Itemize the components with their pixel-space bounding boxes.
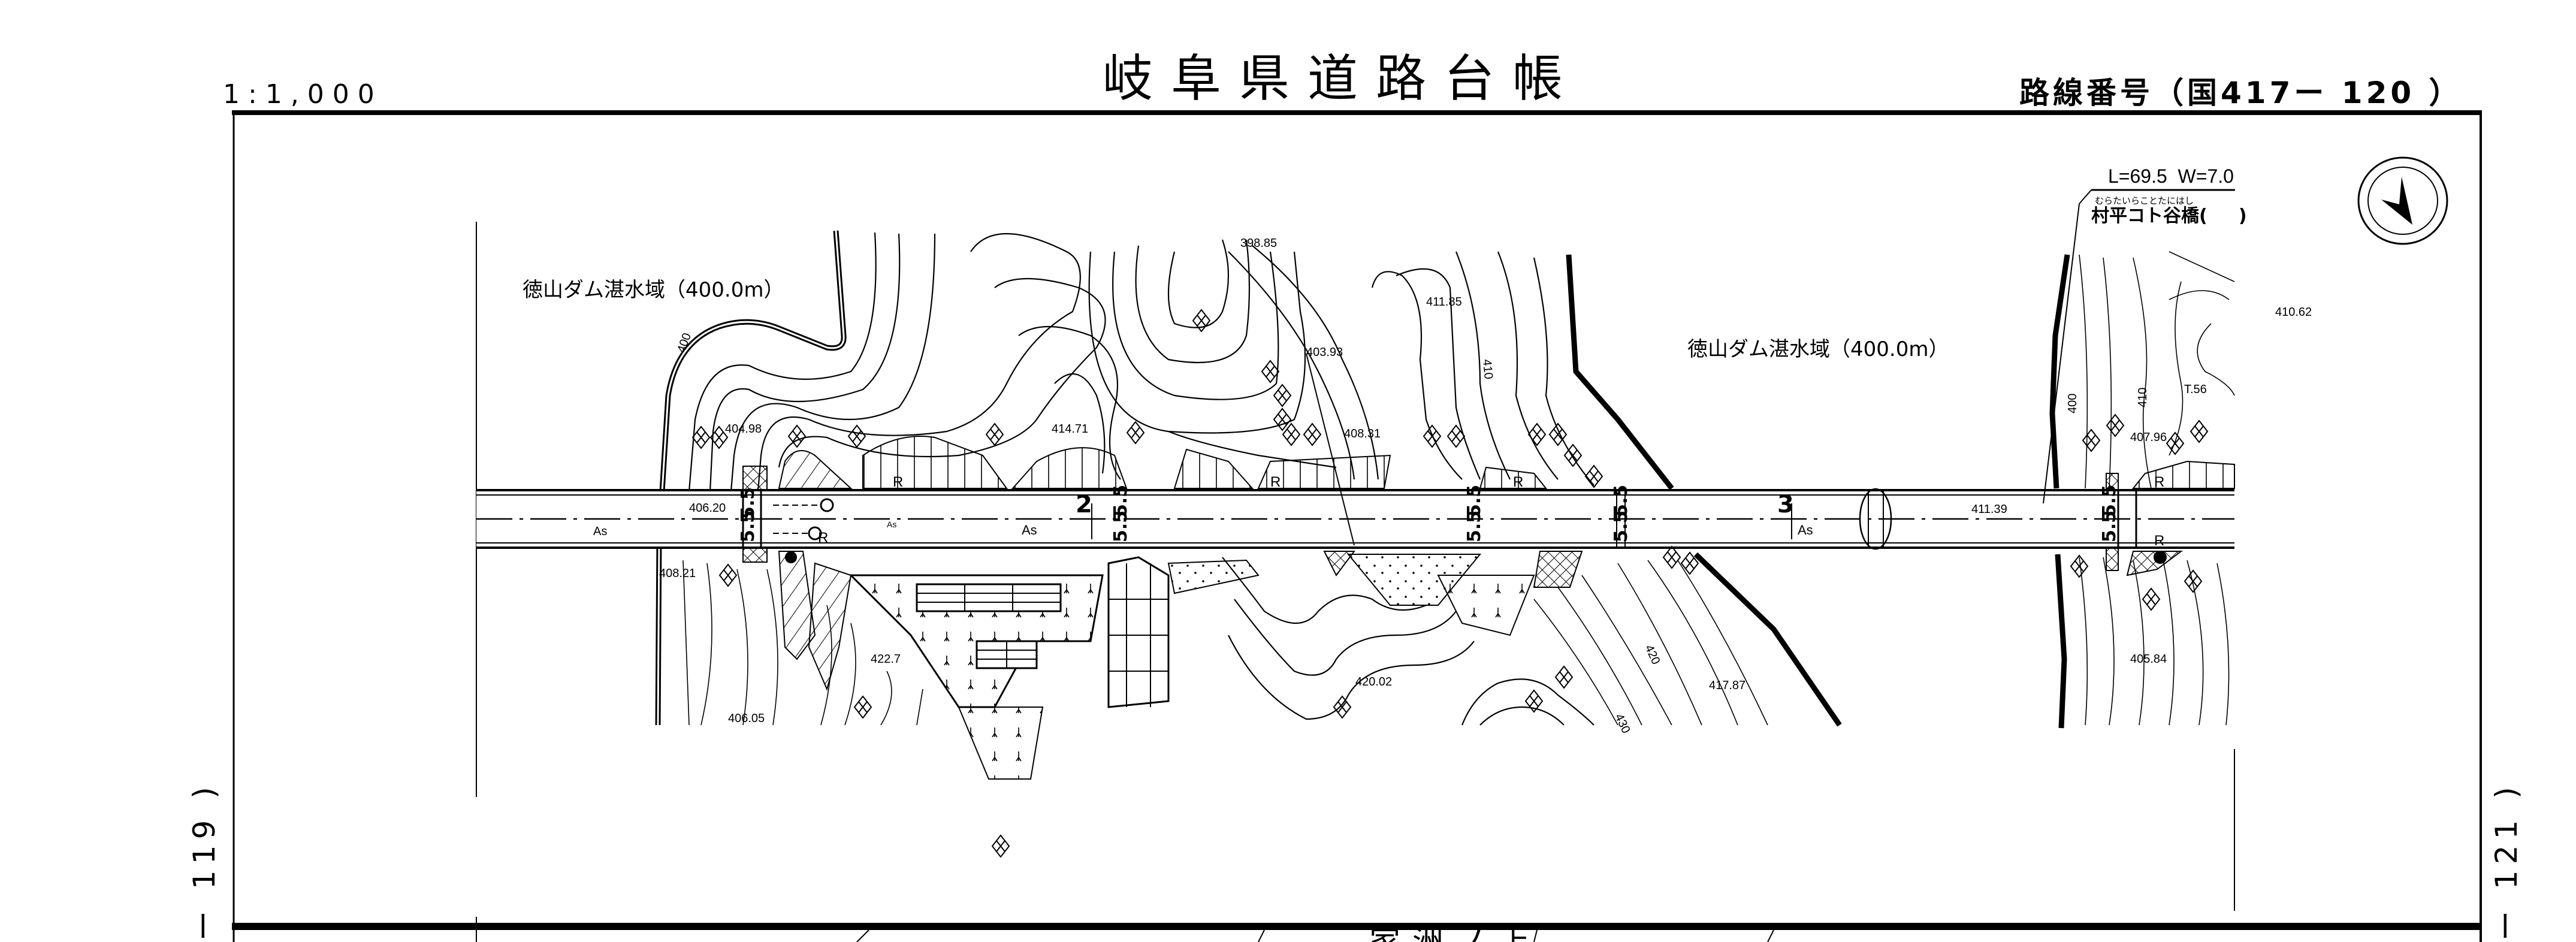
place-name: 家洲ノ上	[1369, 925, 1542, 942]
width-mark: 5.5	[1464, 511, 1485, 542]
elevation-label: 405.84	[2130, 653, 2167, 666]
north-arrow-icon	[2357, 156, 2448, 245]
width-mark: 5.5	[1464, 485, 1485, 517]
reservoir-shoreline	[655, 230, 2070, 729]
elevation-label: 407.96	[2130, 431, 2167, 444]
retaining-label: R	[2154, 474, 2164, 490]
route-number: 路線番号（国417ー 120 ）	[2019, 76, 2463, 110]
road-structures	[742, 466, 2183, 780]
scale-label: 1:1,000	[223, 79, 383, 110]
retaining-label: R	[1270, 474, 1281, 490]
elevation-label: T.56	[2184, 383, 2207, 396]
retaining-wall-labels: R R R R R R	[818, 474, 2164, 549]
bridge-annotation: L=69.5 W=7.0 むらたいらことたにはし 村平コト谷橋( )	[2079, 165, 2247, 227]
elevation-label: 422.7	[871, 653, 901, 666]
elevation-label: 417.87	[1709, 679, 1745, 692]
elevation-label: 408.31	[1344, 427, 1381, 440]
station-markers: 2 3	[1076, 491, 1794, 539]
width-mark: 5.5	[738, 511, 759, 542]
retaining-label: R	[1513, 474, 1523, 490]
retaining-label: R	[818, 530, 828, 546]
retaining-label: R	[893, 474, 903, 490]
width-mark: 5.5	[1611, 485, 1632, 517]
width-mark: 5.5	[1110, 485, 1131, 517]
width-mark: 5.5	[2099, 485, 2120, 517]
elevation-label: 420.02	[1355, 675, 1392, 689]
elevation-label: 411.85	[1426, 295, 1462, 309]
width-mark: 5.5	[2099, 511, 2120, 542]
elevation-label: 410.62	[2275, 306, 2312, 319]
adjacent-sheet-right: ー 121 )	[2489, 781, 2524, 941]
road-national-417	[476, 203, 2234, 564]
reservoir-label: 徳山ダム湛水域（400.0m）	[523, 278, 784, 302]
width-mark: 5.5	[1611, 511, 1632, 542]
bridge-name: 村平コト谷橋( )	[2091, 206, 2247, 227]
retaining-label: R	[2154, 533, 2164, 549]
width-marks: 5.5 5.5 5.5 5.5 5.5 5.5 5.5 5.5 5.5 5.5	[738, 485, 2120, 542]
width-mark: 5.5	[1110, 511, 1131, 542]
elevation-label: 406.20	[689, 502, 726, 515]
elevation-label: 403.93	[1306, 346, 1343, 359]
pavement-label: As	[593, 525, 607, 538]
slope-areas	[778, 436, 2235, 489]
contour-label: 400	[2066, 394, 2079, 413]
elevation-label: 408.21	[659, 567, 696, 580]
bridge-name-ruby: むらたいらことたにはし	[2095, 195, 2194, 206]
elevation-label: 398.85	[1240, 237, 1277, 250]
contour-label: 410	[1480, 359, 1495, 380]
station-2: 2	[1076, 491, 1092, 518]
pavement-label: As	[1022, 523, 1037, 538]
bridge-dimensions: L=69.5 W=7.0	[2108, 165, 2234, 187]
width-mark: 5.5	[738, 487, 759, 519]
next-sheet-preview: 家洲ノ上	[856, 925, 1774, 942]
elevation-label: 411.39	[1971, 503, 2007, 516]
contour-label: 410	[2136, 388, 2149, 407]
elevation-label: 406.05	[728, 712, 765, 725]
elevation-label: 414.71	[1052, 422, 1088, 436]
pavement-label: As	[1798, 523, 1813, 538]
contour-label: 420	[1642, 643, 1662, 667]
adjacent-sheet-left: ー 119 )	[187, 781, 222, 941]
elevation-labels: 398.85 411.85 403.93 404.98 414.71 408.3…	[659, 237, 2312, 725]
contour-lines	[682, 232, 2235, 726]
contour-label: 400	[675, 331, 694, 355]
page-title: 岐阜県道路台帳	[1103, 49, 1581, 108]
pavement-label: As	[887, 520, 896, 529]
contour-label: 430	[1612, 712, 1632, 736]
reservoir-label: 徳山ダム湛水域（400.0m）	[1687, 337, 1949, 361]
elevation-label: 404.98	[725, 422, 762, 436]
